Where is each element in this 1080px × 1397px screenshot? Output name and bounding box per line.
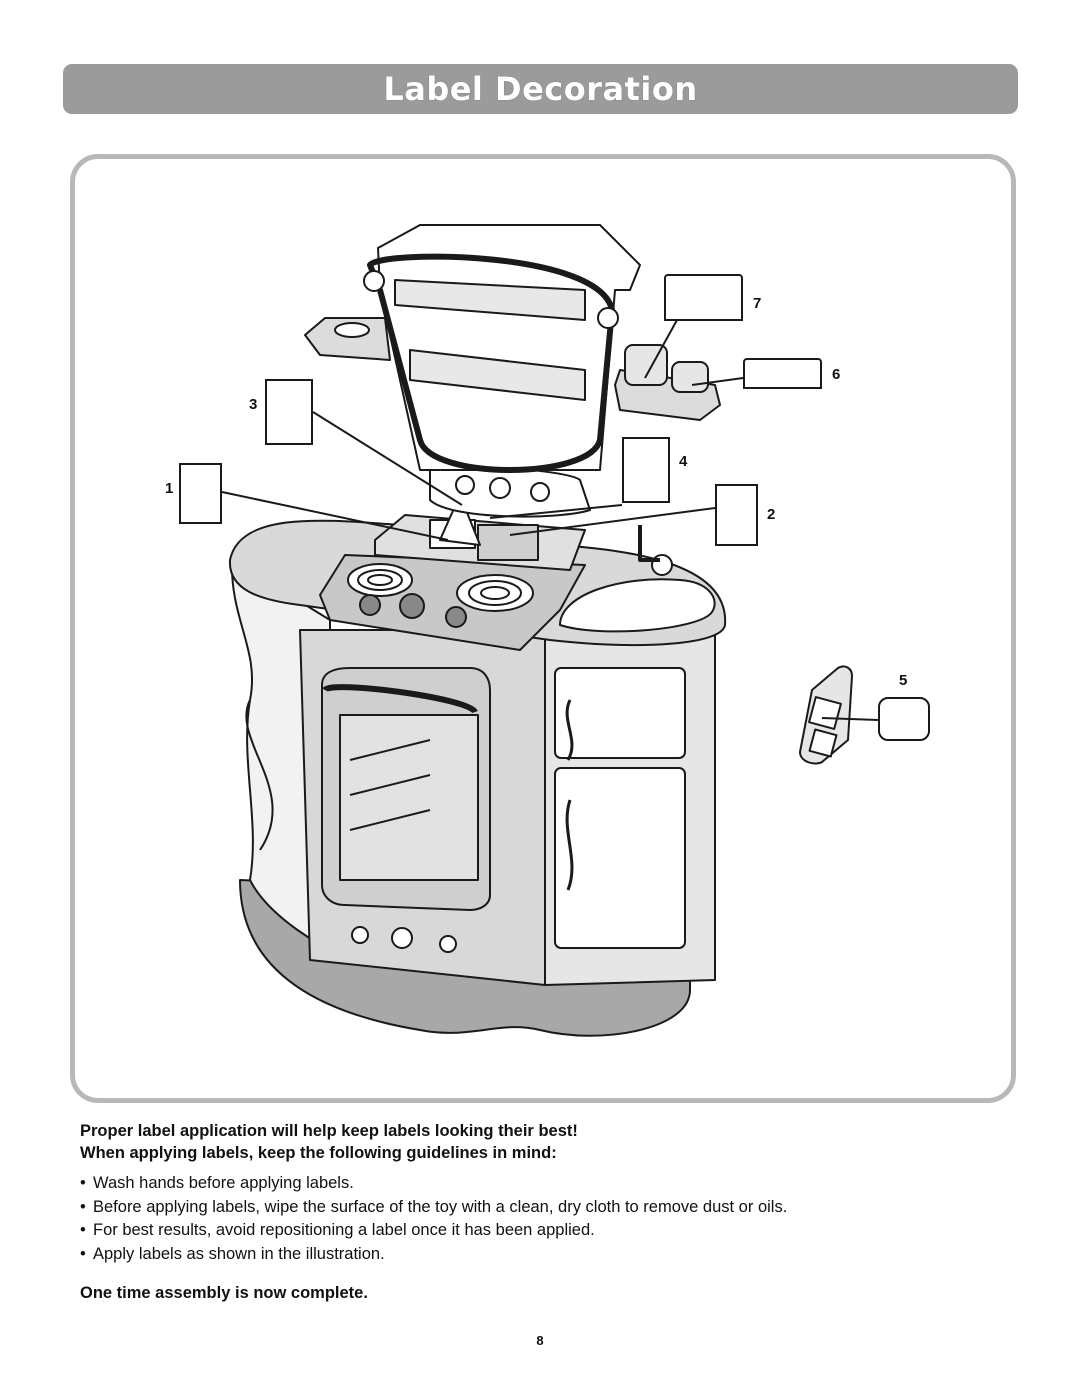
- label-box-6: [743, 358, 822, 389]
- sink: [559, 578, 716, 633]
- page-number: 8: [536, 1333, 544, 1348]
- guideline-list: •Wash hands before applying labels. •Bef…: [80, 1172, 1010, 1266]
- completion-note: One time assembly is now complete.: [80, 1284, 368, 1302]
- callout-4: 4: [679, 453, 688, 470]
- callout-3: 3: [249, 396, 258, 413]
- callout-1: 1: [165, 480, 174, 497]
- bullet-icon: •: [80, 1174, 86, 1192]
- page-title: Label Decoration: [383, 70, 698, 108]
- list-item: •Apply labels as shown in the illustrati…: [80, 1243, 1010, 1267]
- list-item: •Wash hands before applying labels.: [80, 1172, 1010, 1196]
- label-box-3: [265, 379, 313, 445]
- bullet-icon: •: [80, 1197, 86, 1216]
- callout-7: 7: [753, 295, 762, 312]
- bullet-icon: •: [80, 1244, 86, 1263]
- callout-5: 5: [899, 672, 908, 689]
- callout-2: 2: [767, 506, 776, 523]
- label-box-7: [664, 274, 743, 321]
- list-item: •Before applying labels, wipe the surfac…: [80, 1196, 1010, 1220]
- label-box-2: [715, 484, 758, 546]
- bullet-icon: •: [80, 1221, 86, 1239]
- title-banner: Label Decoration: [63, 64, 1018, 114]
- phone-accessory: [799, 665, 853, 765]
- callout-6: 6: [832, 366, 841, 383]
- intro-line-1: Proper label application will help keep …: [80, 1122, 578, 1140]
- intro-line-2: When applying labels, keep the following…: [80, 1144, 557, 1162]
- instructions-section: Proper label application will help keep …: [80, 1120, 1010, 1303]
- label-box-4: [622, 437, 670, 503]
- list-item: •For best results, avoid repositioning a…: [80, 1219, 1010, 1243]
- label-box-5: [878, 697, 930, 741]
- kitchen-illustration: [228, 224, 853, 1037]
- label-box-1: [179, 463, 222, 524]
